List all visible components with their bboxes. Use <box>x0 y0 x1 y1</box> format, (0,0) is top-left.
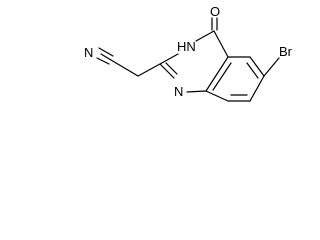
molecule-svg: O HN N N Br <box>84 4 293 102</box>
bond-c6-c7 <box>249 75 265 102</box>
bond-c4a-c5-inner <box>212 62 232 91</box>
bond-c2-ch2 <box>137 63 161 77</box>
bond-c5-c6-2 <box>246 62 259 79</box>
bond-nitrile-3 <box>96 57 110 65</box>
atom-nh: HN <box>177 39 196 54</box>
bond-nitrile-2 <box>98 47 114 57</box>
bond-nitrile-1 <box>100 53 112 61</box>
structure-diagram: O HN N N Br <box>84 4 293 102</box>
bond-ch2-cn <box>110 59 139 77</box>
bond-c4-n3 <box>195 30 215 42</box>
bond-c2-n1-2 <box>165 62 178 75</box>
bond-c6-br <box>263 57 280 77</box>
atom-bromine: Br <box>279 44 293 59</box>
bond-c2-n1-1 <box>159 63 175 79</box>
bond-c8-c8a <box>205 90 229 102</box>
bond-c5-c6-1 <box>249 56 265 77</box>
bond-n1-c8a <box>186 90 207 93</box>
atom-n1: N <box>174 84 183 99</box>
bond-c8a-c4a <box>205 56 229 92</box>
atom-nitrile-n: N <box>84 45 93 60</box>
bond-n3-c2 <box>159 53 179 65</box>
atom-oxygen: O <box>210 4 220 19</box>
bond-c4a-c4 <box>213 30 229 58</box>
